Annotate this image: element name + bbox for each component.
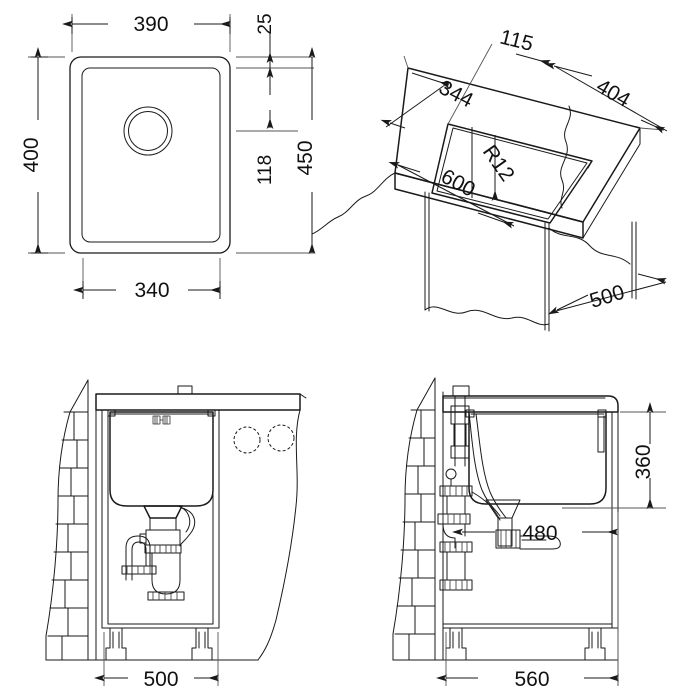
dimension-label-500-front: 500 (143, 668, 178, 691)
tap-fitting-side (452, 385, 470, 397)
worktop-break-line-right (560, 105, 571, 209)
worktop-cutout (431, 123, 593, 224)
dimension-404: 404 (544, 62, 668, 134)
sink-bowl-outline (81, 67, 221, 243)
tap-hole-left (233, 426, 261, 454)
cabinet-legs (95, 627, 259, 661)
brick-wall-side (392, 377, 444, 661)
top-plan-view: 390 400 340 25 118 (20, 13, 317, 302)
worktop-break-line (257, 409, 301, 661)
sink-bowl-section (465, 409, 607, 531)
tap-hole-knockouts (233, 424, 295, 454)
brick-wall (45, 379, 97, 661)
tap-fitting (177, 385, 193, 395)
sink-bowl (107, 409, 216, 507)
dimension-450: 450 (294, 47, 317, 254)
dimension-360: 360 (632, 402, 655, 509)
cabinet-carcass (101, 409, 220, 629)
front-elevation-view: 500 (45, 379, 307, 691)
dimension-label-R12: R12 (478, 141, 519, 186)
dimension-label-450: 450 (294, 140, 317, 175)
cabinet-body (424, 191, 637, 332)
dimension-label-115: 115 (498, 25, 536, 55)
cabinet-break-line (424, 306, 550, 326)
bowl-marking (152, 415, 171, 425)
dimension-label-340: 340 (134, 279, 169, 302)
dimension-340: 340 (73, 279, 221, 302)
waste-trap-side (437, 395, 561, 591)
dimension-label-500-iso: 500 (587, 281, 627, 313)
worktop-side (442, 395, 619, 413)
dimension-390: 390 (62, 13, 231, 36)
worktop (95, 393, 301, 411)
dimension-label-404: 404 (592, 75, 634, 113)
isometric-worktop-cutout-view: 115 344 404 R12 600 (311, 25, 668, 332)
worktop-break-line-left (311, 172, 396, 235)
dimension-344: 344 (380, 72, 477, 129)
dimension-label-390: 390 (133, 13, 168, 36)
dimension-118: 118 (255, 67, 276, 185)
dimension-480: 480 (452, 522, 618, 545)
dimension-label-480: 480 (522, 522, 557, 545)
worktop-front-edge (394, 172, 584, 239)
dimension-label-360: 360 (632, 444, 655, 479)
dimension-560: 560 (436, 668, 619, 691)
worktop-cutout-inner (436, 127, 588, 220)
tap-hole-right (267, 424, 295, 452)
dimension-label-560: 560 (514, 668, 549, 691)
drain-hole (123, 106, 173, 156)
dimension-label-25: 25 (255, 13, 276, 34)
dimension-label-344: 344 (435, 76, 477, 113)
dimension-25: 25 (255, 13, 276, 80)
dimension-400: 400 (20, 47, 48, 254)
dimension-500: 500 (547, 273, 667, 315)
dimension-115: 115 (498, 25, 551, 67)
dimension-label-400: 400 (20, 137, 43, 172)
dimension-500-front: 500 (94, 668, 219, 691)
cabinet-legs-side (442, 627, 619, 661)
side-section-view: 360 480 560 (392, 377, 666, 691)
dimension-label-118: 118 (255, 155, 276, 185)
p-trap-assembly (121, 505, 196, 601)
dimension-R12: R12 (471, 127, 519, 201)
